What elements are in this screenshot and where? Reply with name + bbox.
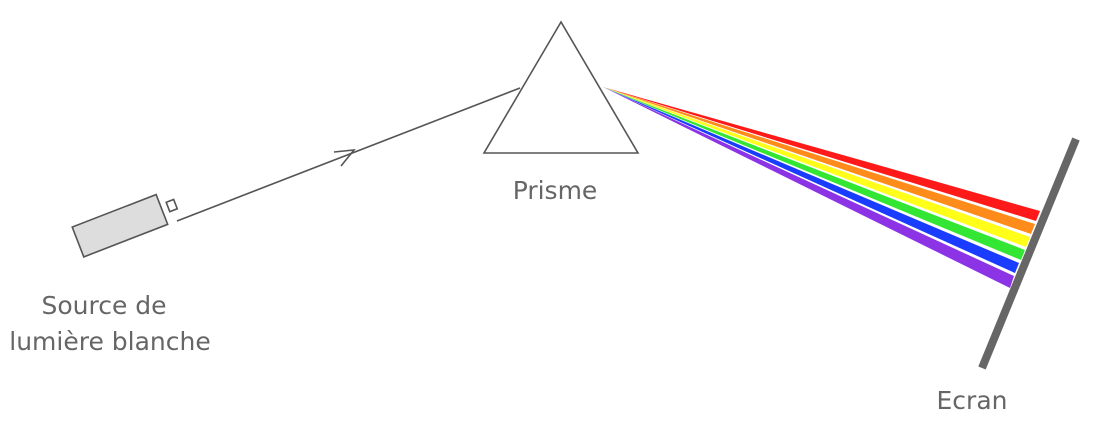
light-source-nozzle bbox=[165, 198, 179, 213]
prism-label: Prisme bbox=[513, 176, 598, 205]
light-source-label-line2: lumière blanche bbox=[9, 327, 210, 356]
incident-ray bbox=[176, 87, 521, 222]
ray-direction-arrow bbox=[333, 149, 356, 167]
beam-orange bbox=[603, 87, 1035, 234]
screen-label: Ecran bbox=[937, 386, 1008, 415]
beam-yellow bbox=[603, 87, 1030, 247]
screen-bar bbox=[978, 137, 1080, 370]
beam-blue bbox=[603, 87, 1019, 273]
prism-triangle bbox=[482, 20, 640, 154]
beam-red bbox=[603, 87, 1040, 221]
light-source-label-line1: Source de bbox=[41, 291, 166, 320]
light-source bbox=[71, 193, 179, 258]
beam-green bbox=[603, 87, 1025, 260]
spectrum-fan bbox=[603, 87, 1040, 288]
light-source-body bbox=[71, 193, 169, 258]
beam-violet bbox=[603, 87, 1014, 288]
